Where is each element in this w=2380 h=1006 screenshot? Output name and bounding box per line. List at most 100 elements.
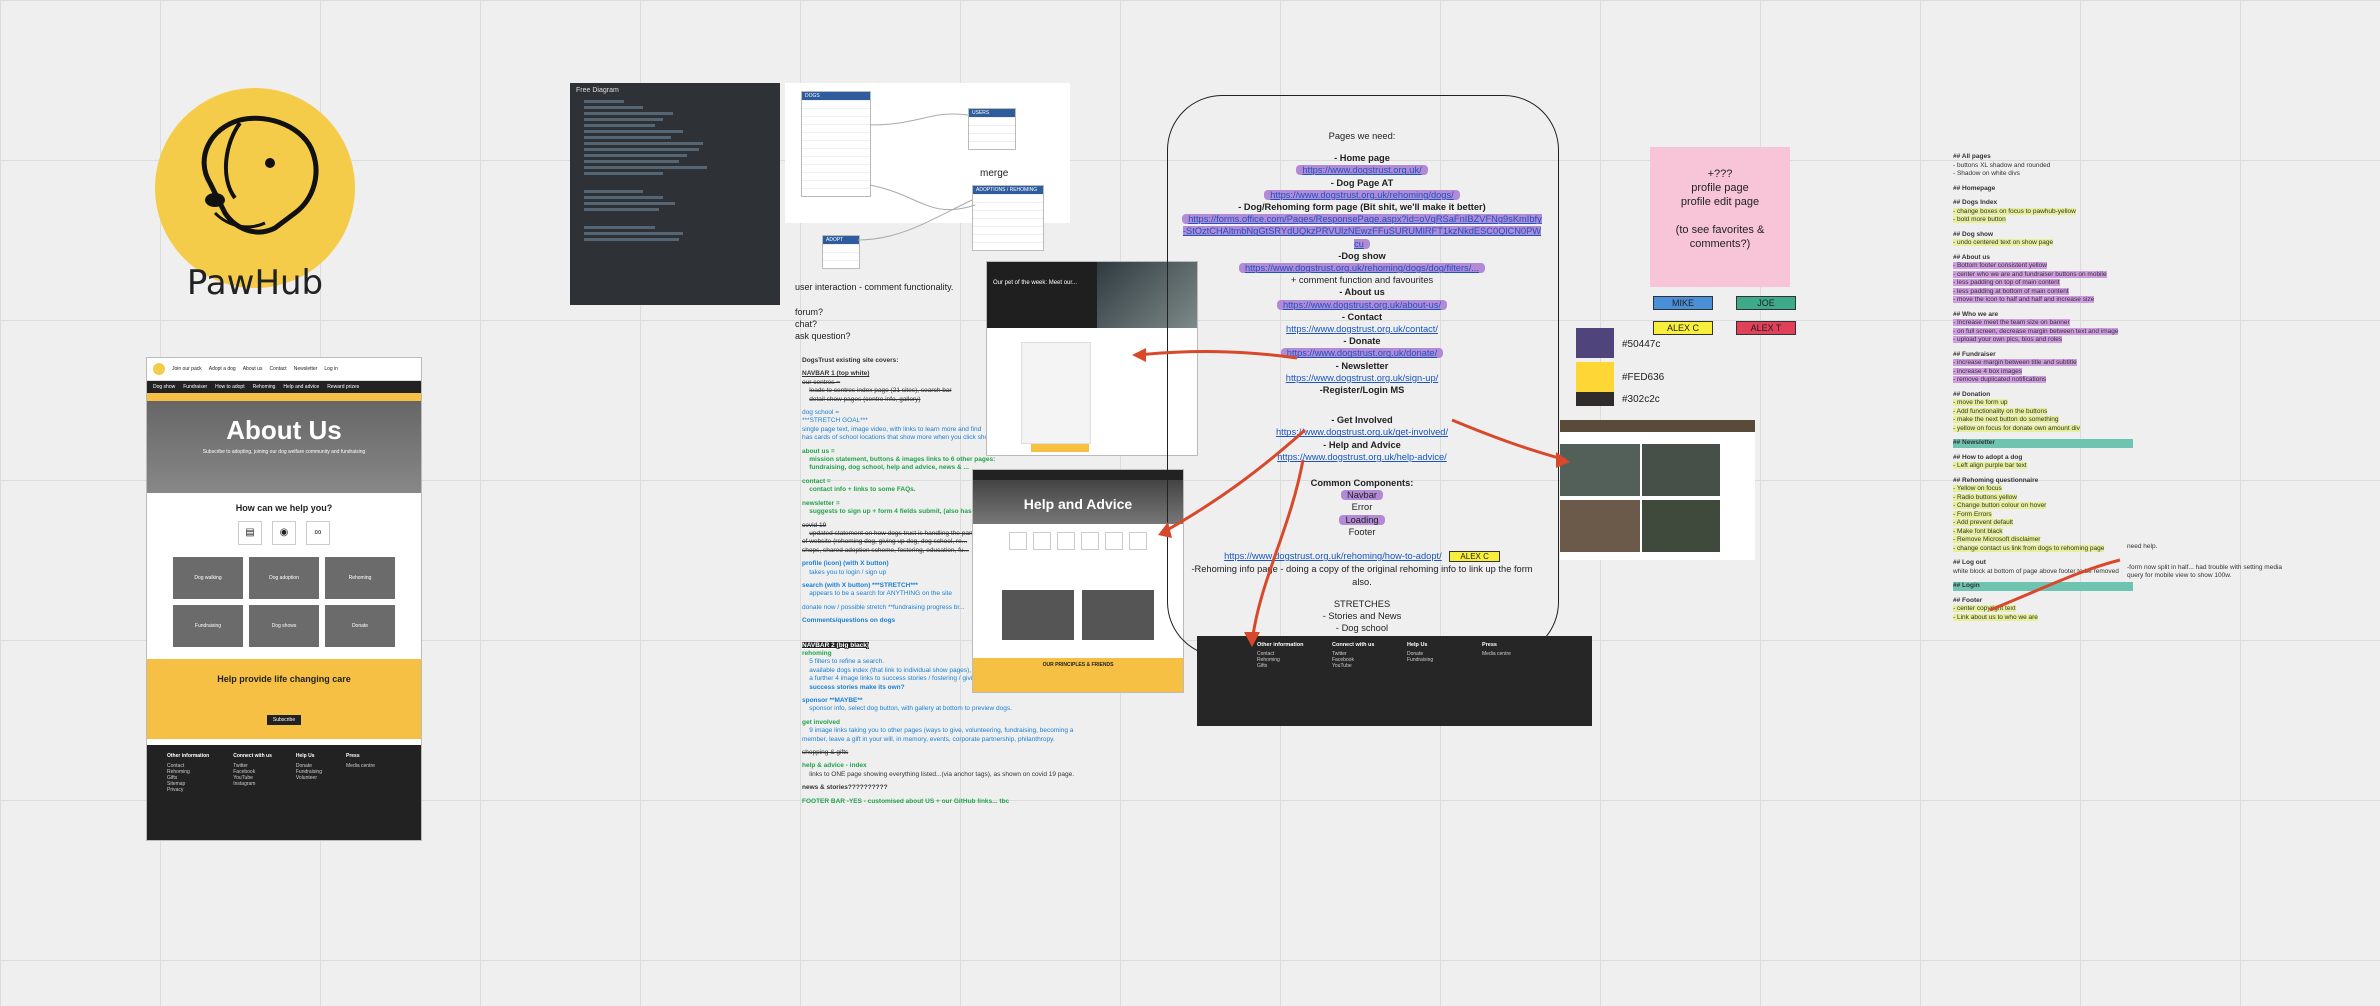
help-title: How can we help you?: [235, 503, 333, 513]
dog-photo: [1560, 444, 1640, 496]
code-line: [576, 196, 774, 202]
footer-link[interactable]: Fundraising: [295, 769, 322, 775]
footer-link[interactable]: Twitter: [1332, 651, 1347, 657]
chip[interactable]: [1057, 532, 1075, 550]
footer-link[interactable]: Contact: [167, 763, 185, 769]
help-hero: Help and Advice: [973, 480, 1183, 524]
note-line: about us =: [802, 447, 835, 455]
book-icon[interactable]: ▤: [238, 521, 262, 545]
cta-button[interactable]: Subscribe: [266, 715, 302, 725]
aside-line: need help.: [2127, 543, 2158, 550]
footer-link[interactable]: Instagram: [233, 781, 256, 787]
chip[interactable]: [1009, 532, 1027, 550]
footer-link[interactable]: Contact: [1257, 651, 1275, 657]
nav-item[interactable]: Join our pack: [172, 366, 202, 372]
note-section-title: ## Dog show: [1953, 230, 1994, 238]
footer-link[interactable]: Media centre: [1482, 651, 1511, 657]
footer-link[interactable]: Donate: [1407, 651, 1424, 657]
subnav-item[interactable]: Rehoming: [252, 384, 276, 390]
grid-card[interactable]: Fundraising: [173, 605, 243, 647]
subnav-item[interactable]: How to adopt: [215, 384, 245, 390]
note-line: has cards of school locations that show …: [802, 434, 1012, 442]
footer-link[interactable]: Gifts: [167, 775, 178, 781]
note-line: - center who we are and fundraiser butto…: [1953, 270, 2107, 278]
photo: [1002, 590, 1074, 640]
nav-item[interactable]: Log in: [324, 366, 338, 372]
note-line: of website (rehoming dog, giving up dog,…: [802, 538, 968, 546]
footer-link[interactable]: YouTube: [233, 775, 253, 781]
grid-card[interactable]: Dog walking: [173, 557, 243, 599]
note-line: - Radio buttons yellow: [1953, 493, 2017, 501]
note-section-title: ## Footer: [1953, 596, 1983, 604]
footer-link[interactable]: Gifts: [1257, 663, 1268, 669]
sign-up-button[interactable]: [1031, 444, 1089, 452]
sticky-line: profile edit page: [1680, 196, 1760, 208]
nav-item[interactable]: Contact: [269, 366, 287, 372]
page-title: - Help and Advice: [1323, 439, 1401, 450]
chip[interactable]: [1081, 532, 1099, 550]
about-hero: About Us Subscribe to adopting, joining …: [147, 401, 421, 493]
nav-item[interactable]: Adopt a dog: [208, 366, 236, 372]
grid-card[interactable]: Donate: [325, 605, 395, 647]
footer-link[interactable]: Privacy: [167, 787, 184, 793]
footer-link[interactable]: Rehoming: [1257, 657, 1280, 663]
chip[interactable]: [1105, 532, 1123, 550]
note-section-title: ## Homepage: [1953, 184, 1996, 192]
grid-card[interactable]: Dog adoption: [249, 557, 319, 599]
nav-item[interactable]: Newsletter: [293, 366, 318, 372]
page-link[interactable]: https://www.dogstrust.org.uk/sign-up/: [1285, 372, 1439, 383]
footer-link[interactable]: Donate: [295, 763, 312, 769]
footer-link[interactable]: Rehoming: [167, 769, 190, 775]
note-line: - yellow on focus for donate own amount …: [1953, 424, 2080, 432]
arrow-connector: [1451, 418, 1567, 462]
footer-col-title: Press: [346, 753, 360, 759]
footer-link[interactable]: Facebook: [233, 769, 256, 775]
page-link[interactable]: https://www.dogstrust.org.uk/rehoming/do…: [1264, 189, 1460, 200]
subnav-item[interactable]: Reward prizes: [327, 384, 360, 390]
help-band-text: OUR PRINCIPLES & FRIENDS: [1042, 662, 1114, 668]
code-line: [576, 130, 774, 136]
footer-link[interactable]: Sitemap: [167, 781, 186, 787]
grid-card[interactable]: Dog shows: [249, 605, 319, 647]
common-title: Common Components:: [1310, 478, 1414, 489]
page-extra: + comment function and favourites: [1290, 275, 1434, 286]
note-line: - increase 4 box images: [1953, 367, 2023, 375]
page-link[interactable]: https://www.dogstrust.org.uk/: [1296, 165, 1428, 176]
page-link[interactable]: https://www.dogstrust.org.uk/donate/: [1280, 348, 1444, 359]
footer-link[interactable]: Fundraising: [1407, 657, 1434, 663]
leash-icon[interactable]: ∞: [306, 521, 330, 545]
page-link[interactable]: https://www.dogstrust.org.uk/help-advice…: [1277, 451, 1447, 462]
chip[interactable]: [1129, 532, 1147, 550]
footer-link[interactable]: Media centre: [346, 763, 375, 769]
note-line: - make the next button do something: [1953, 416, 2059, 423]
note-section-title: ## Donation: [1953, 390, 1991, 398]
subnav-item[interactable]: Dog show: [153, 384, 176, 390]
note-line: - Shadow on white divs: [1953, 170, 2020, 177]
footer-link[interactable]: Facebook: [1332, 657, 1354, 663]
dog-icon[interactable]: ◉: [272, 521, 296, 545]
code-line: [576, 124, 774, 130]
note-line: search (with X button) ***STRETCH***: [802, 581, 918, 589]
page-link[interactable]: https://www.dogstrust.org.uk/rehoming/do…: [1238, 263, 1486, 274]
chip[interactable]: [1033, 532, 1051, 550]
note-line: - change boxes on focus to pawhub-yellow: [1953, 207, 2076, 215]
note-line: profile (icon) (with X button): [802, 560, 889, 568]
page-link[interactable]: https://www.dogstrust.org.uk/rehoming/ho…: [1224, 551, 1442, 562]
page-link[interactable]: https://www.dogstrust.org.uk/get-involve…: [1275, 427, 1449, 438]
page-link[interactable]: https://www.dogstrust.org.uk/about-us/: [1276, 299, 1448, 310]
footer-link[interactable]: YouTube: [1332, 663, 1352, 669]
footer-col-title: Press: [1482, 642, 1497, 648]
footer-link[interactable]: Volunteer: [295, 775, 317, 781]
subnav-item[interactable]: Help and advice: [283, 384, 320, 390]
note-line: - center copyright text: [1953, 605, 2016, 612]
subnav-item[interactable]: Fundraiser: [183, 384, 208, 390]
dog-page-form: [1021, 342, 1091, 444]
page-link[interactable]: https://www.dogstrust.org.uk/contact/: [1286, 324, 1438, 335]
common-item: Error: [1351, 502, 1373, 513]
note-line: - Link about us to who we are: [1953, 613, 2038, 621]
footer-link[interactable]: Twitter: [233, 763, 248, 769]
photo: [1082, 590, 1154, 640]
nav-item[interactable]: About us: [242, 366, 263, 372]
grid-card[interactable]: Rehoming: [325, 557, 395, 599]
